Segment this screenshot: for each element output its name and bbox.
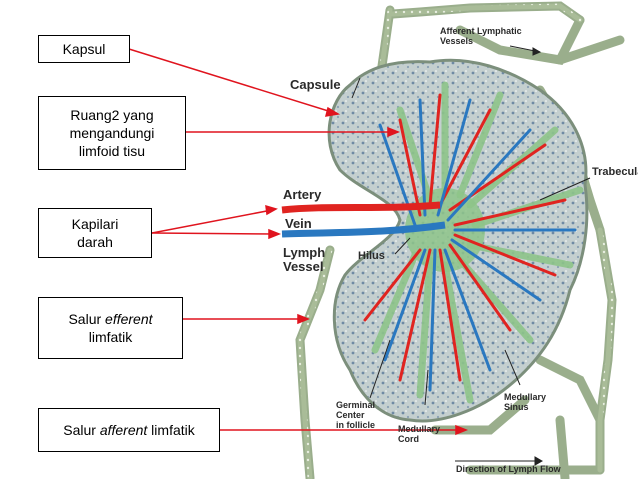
label-trabecula: Trabecula	[592, 166, 638, 178]
label-artery: Artery	[283, 187, 322, 202]
callout-kapsul-text: Kapsul	[62, 41, 106, 57]
callout-ruang-line1: Ruang2 yang	[70, 107, 154, 123]
label-mcord-line2: Cord	[398, 434, 419, 444]
callout-efferent-prefix: Salur	[68, 311, 106, 327]
callout-afferent-prefix: Salur	[63, 422, 100, 438]
callout-afferent-text: Salur afferent limfatik	[63, 421, 195, 439]
label-afferent-line2: Vessels	[440, 36, 474, 46]
callout-afferent: Salur afferent limfatik	[38, 408, 220, 452]
callout-afferent-suffix: limfatik	[147, 422, 195, 438]
label-lymph-line1: Lymph	[283, 245, 326, 260]
label-direction-lymph-flow: Direction of Lymph Flow	[456, 464, 561, 474]
callout-kapsul: Kapsul	[38, 35, 130, 63]
label-afferent-line1: Afferent Lymphatic	[440, 26, 522, 36]
callout-ruang: Ruang2 yang mengandungi limfoid tisu	[38, 96, 186, 170]
figure-pointers	[351, 45, 591, 466]
label-medullary-sinus: Medullary Sinus	[504, 392, 546, 412]
label-hilus: Hilus	[358, 250, 385, 262]
label-msinus-line1: Medullary	[504, 392, 547, 402]
callout-ruang-line2: mengandungi	[69, 125, 155, 141]
artery-main	[281, 201, 441, 214]
callout-ruang-line3: limfoid tisu	[78, 143, 146, 159]
label-vein: Vein	[285, 216, 312, 231]
label-germinal-line3: in follicle	[336, 420, 376, 430]
callout-pointers	[128, 48, 469, 436]
label-capsule: Capsule	[290, 77, 341, 92]
callout-kapilari: Kapilari darah	[38, 208, 152, 258]
label-germinal-center: Germinal Center in follicle	[336, 400, 375, 430]
label-msinus-line2: Sinus	[504, 402, 529, 412]
label-germinal-line1: Germinal	[336, 400, 376, 410]
callout-efferent-line1: Salur efferent	[68, 310, 152, 328]
callout-efferent: Salur efferent limfatik	[38, 297, 183, 359]
label-lymph-vessel: Lymph Vessel	[283, 246, 325, 274]
label-germinal-line2: Center	[336, 410, 365, 420]
label-lymph-line2: Vessel	[283, 259, 324, 274]
callout-efferent-line2: limfatik	[88, 329, 133, 345]
callout-kapilari-line2: darah	[77, 234, 113, 250]
callout-kapilari-line1: Kapilari	[71, 216, 119, 232]
label-mcord-line1: Medullary	[398, 424, 441, 434]
label-afferent-lymphatic-vessels: Afferent Lymphatic Vessels	[440, 26, 522, 46]
vein-main	[281, 221, 446, 238]
label-medullary-cord: Medullary Cord	[398, 424, 440, 444]
callout-efferent-em: efferent	[105, 311, 153, 327]
callout-afferent-em: afferent	[99, 422, 148, 438]
veins	[378, 98, 577, 392]
